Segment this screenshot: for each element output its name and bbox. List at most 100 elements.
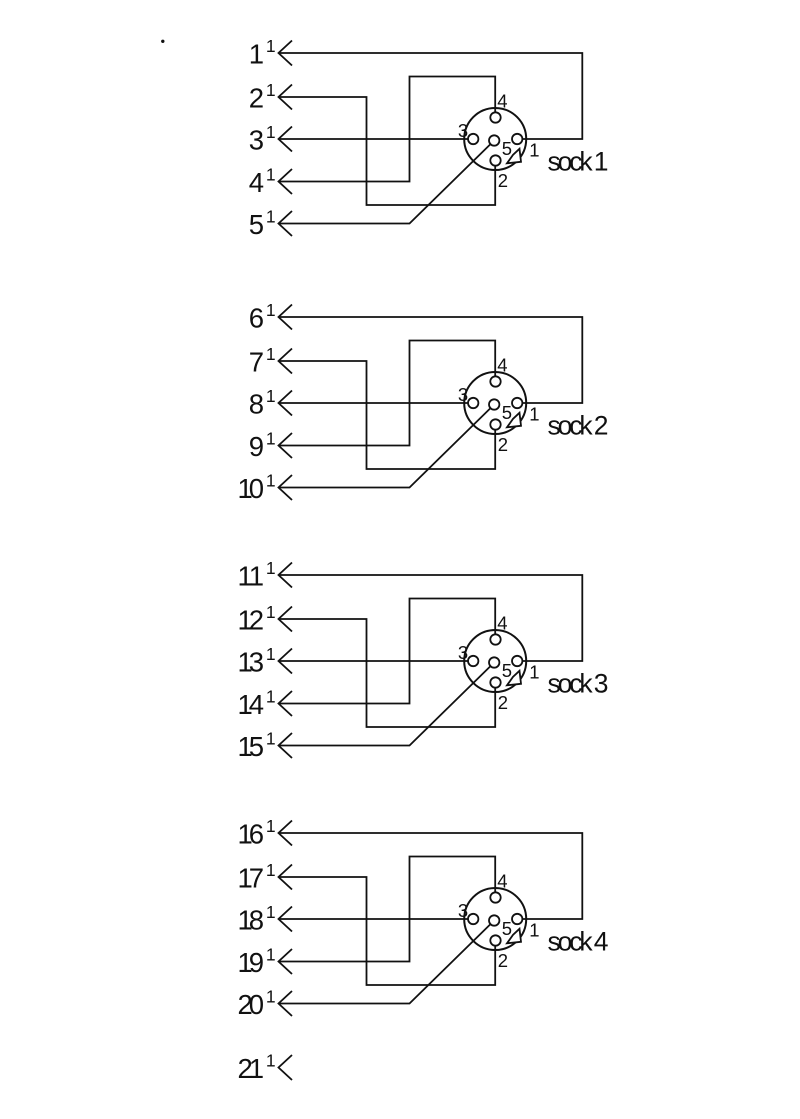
arrow-left-icon: [277, 561, 293, 589]
terminal-number: 8: [249, 389, 264, 420]
sock-label: sock 3: [548, 669, 609, 699]
pin-label: 2: [498, 434, 508, 455]
arrow-left-icon: [277, 990, 293, 1017]
terminal-superscript: 1: [266, 987, 276, 1007]
arrow-left-icon: [277, 303, 293, 331]
terminal-superscript: 1: [266, 429, 276, 449]
arrow-left-icon: [277, 948, 293, 975]
pin-label: 4: [497, 613, 507, 634]
connector-pin: [489, 676, 502, 689]
terminal-number: 10: [238, 473, 265, 504]
keyway-notch-icon: [505, 410, 522, 429]
terminal-number: 6: [249, 303, 264, 334]
sock-label: sock 1: [548, 147, 609, 177]
wire-to-pin5: [278, 403, 495, 489]
terminal-superscript: 1: [266, 602, 276, 622]
connector-pin: [511, 396, 524, 410]
pin-label: 1: [529, 662, 539, 683]
sock-label: sock 2: [548, 411, 609, 441]
arrow-left-icon: [277, 819, 293, 847]
terminal-superscript: 1: [266, 945, 276, 965]
pin-label: 3: [458, 384, 468, 405]
arrow-left-icon: [277, 905, 293, 933]
terminal-superscript: 1: [266, 687, 276, 707]
stray-dot: [161, 39, 165, 43]
pin-label: 5: [502, 138, 512, 159]
pin-label: 1: [529, 404, 539, 425]
wire-to-pin1: [278, 574, 584, 662]
connector-pin: [489, 375, 502, 388]
terminal-superscript: 1: [266, 816, 276, 836]
keyway-notch-icon: [505, 926, 522, 945]
terminal-number: 15: [238, 731, 265, 762]
terminal-superscript: 1: [266, 558, 276, 578]
wire-to-pin4: [278, 597, 497, 705]
terminal-number: 9: [249, 431, 264, 462]
terminal-number: 20: [238, 989, 265, 1020]
terminal-superscript: 1: [266, 344, 276, 364]
terminal-number: 14: [238, 689, 265, 720]
arrow-left-icon: [277, 732, 293, 759]
arrow-left-icon: [277, 389, 293, 417]
terminal-superscript: 1: [266, 860, 276, 880]
terminal-number: 13: [238, 647, 265, 678]
arrow-left-icon: [277, 210, 293, 237]
pin-label: 2: [498, 692, 508, 713]
pin-label: 2: [498, 170, 508, 191]
pin-label: 5: [502, 660, 512, 681]
wire-to-pin2: [278, 96, 497, 206]
terminal-number: 3: [249, 125, 264, 156]
wire-to-pin4: [278, 75, 497, 183]
wire-to-pin1: [278, 316, 584, 404]
arrow-left-icon: [277, 647, 293, 675]
arrow-left-icon: [277, 83, 293, 111]
terminal-number: 11: [238, 561, 265, 592]
terminal-superscript: 1: [266, 386, 276, 406]
terminal-superscript: 1: [266, 729, 276, 749]
sock-label: sock 4: [548, 927, 609, 957]
terminal-superscript: 1: [266, 644, 276, 664]
pin-label: 5: [502, 402, 512, 423]
terminal-number: 12: [238, 605, 265, 636]
connector-pin: [467, 654, 480, 668]
connector-pin: [489, 418, 502, 431]
terminal-superscript: 1: [266, 122, 276, 142]
terminal-number: 5: [249, 209, 264, 240]
connector-pin: [489, 633, 502, 646]
arrow-left-icon: [277, 474, 293, 501]
connector-pin: [489, 111, 502, 124]
terminal-superscript: 1: [266, 207, 276, 227]
arrow-left-icon: [277, 168, 293, 195]
wire-to-pin5: [278, 919, 495, 1005]
terminal-number: 2: [249, 83, 264, 114]
terminal-superscript: 1: [266, 165, 276, 185]
pin-label: 1: [529, 920, 539, 941]
pin-label: 1: [529, 140, 539, 161]
arrow-left-icon: [277, 690, 293, 717]
wire-to-pin4: [278, 855, 497, 963]
connector-pin: [511, 654, 524, 668]
wire-to-pin4: [278, 339, 497, 447]
terminal-number: 1: [249, 39, 264, 70]
terminal-number: 7: [249, 347, 264, 378]
connector-pin: [467, 132, 480, 146]
connector-pin: [488, 914, 501, 927]
wire-to-pin1: [278, 832, 584, 920]
arrow-left-icon: [277, 125, 293, 153]
connector-pin: [489, 154, 502, 167]
terminal-number: 16: [238, 819, 265, 850]
terminal-number: 17: [238, 863, 265, 894]
connector-pin: [511, 912, 524, 926]
connector-pin: [488, 656, 501, 669]
arrow-left-icon: [277, 605, 293, 633]
terminal-superscript: 1: [266, 80, 276, 100]
wire-to-pin2: [278, 876, 497, 986]
terminal-superscript: 1: [266, 36, 276, 56]
terminal-superscript: 1: [266, 1051, 276, 1071]
connector-pin: [511, 132, 524, 146]
pin-label: 3: [458, 642, 468, 663]
pin-label: 3: [458, 120, 468, 141]
keyway-notch-icon: [505, 146, 522, 165]
